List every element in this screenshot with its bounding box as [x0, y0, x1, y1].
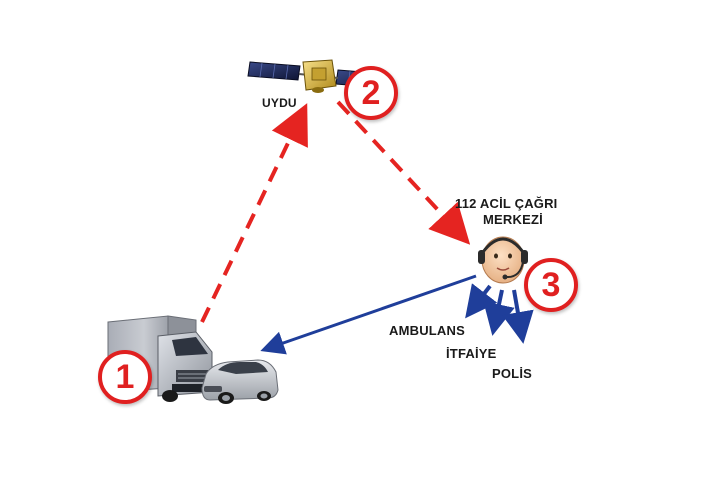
dispatch-arrow-center-to-vehicle [260, 274, 477, 355]
signal-arrow-satellite-to-center [336, 100, 471, 245]
signal-arrow-vehicle-to-satellite [200, 103, 308, 323]
step-badge-satellite: 2 [344, 66, 398, 120]
satellite-label: UYDU [262, 96, 297, 110]
dispatch-arrow-police [502, 289, 534, 344]
car-icon [201, 359, 279, 404]
call-center-label-line1: 112 ACİL ÇAĞRI [455, 196, 558, 211]
ambulance-label: AMBULANS [389, 323, 465, 338]
step-badge-call-center: 3 [524, 258, 578, 312]
step-badge-vehicle: 1 [98, 350, 152, 404]
police-label: POLİS [492, 366, 533, 381]
dispatch-arrow-fire [483, 289, 515, 336]
dispatch-arrow-ambulance [465, 283, 498, 319]
fire-brigade-label: İTFAİYE [446, 346, 497, 361]
headset-operator-icon [478, 236, 528, 284]
call-center-label-line2: MERKEZİ [483, 212, 543, 227]
